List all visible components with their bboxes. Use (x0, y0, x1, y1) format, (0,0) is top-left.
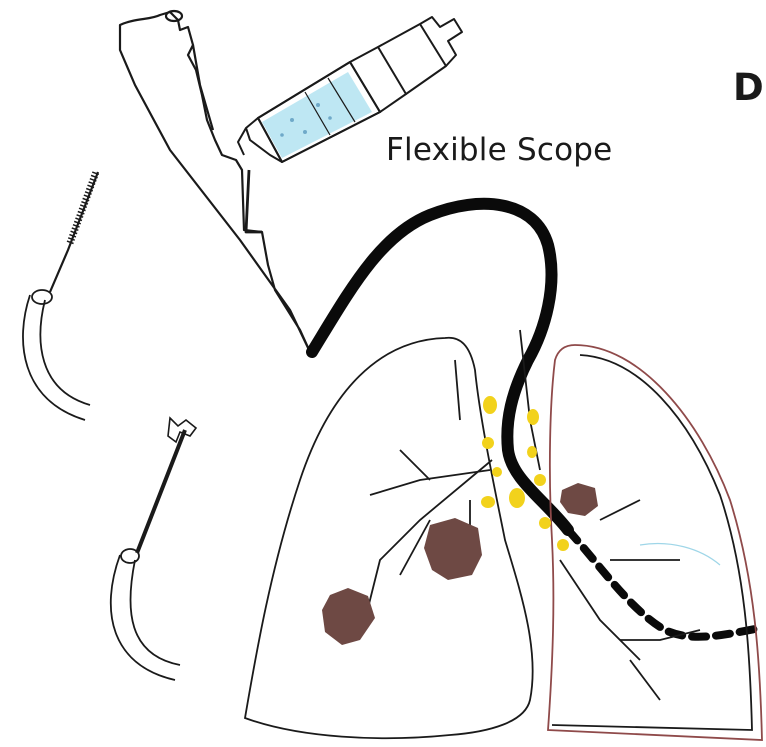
right-lung (245, 330, 540, 738)
heading-fragment: D (733, 66, 764, 109)
tumors (322, 483, 598, 645)
flexible-scope-label: Flexible Scope (386, 132, 612, 168)
cytology-brush-tool (23, 172, 98, 420)
biopsy-forceps-tool (111, 418, 196, 680)
bronchoscope-handle (120, 11, 310, 352)
lymph-nodes (481, 396, 569, 551)
